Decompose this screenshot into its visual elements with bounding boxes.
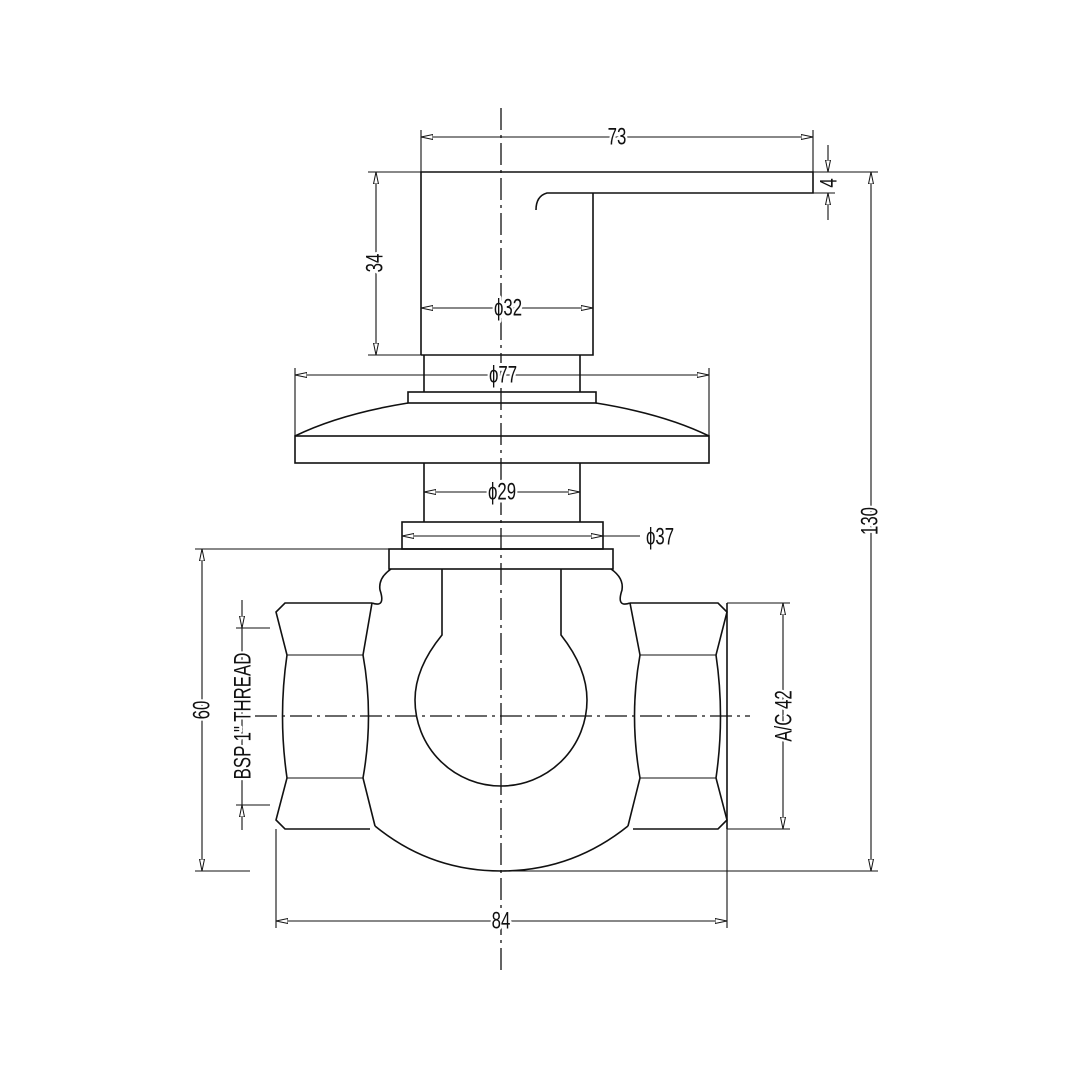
dimension-label: 84 — [492, 907, 511, 934]
dimension-label: A/C 42 — [770, 690, 797, 741]
dimension-bsp-thread: BSP 1" THREAD — [227, 600, 270, 830]
dimension-label: ϕ37 — [646, 523, 674, 550]
dimension-60: 60 — [186, 548, 389, 872]
cover-plate — [294, 391, 710, 464]
dimension-34: 34 — [359, 172, 421, 356]
dimension-label: 60 — [188, 701, 215, 720]
dimension-ac42: A/C 42 — [727, 602, 800, 830]
dimension-label: 4 — [815, 178, 842, 187]
dimension-label: BSP 1" THREAD — [229, 653, 256, 780]
dimension-label: 130 — [856, 507, 883, 535]
dimension-84: 84 — [275, 829, 728, 937]
dimension-label: 73 — [608, 123, 627, 150]
dimension-label: ϕ32 — [494, 294, 522, 321]
dimension-phi37: ϕ37 — [402, 521, 677, 553]
valve-body — [275, 568, 728, 872]
dimension-label: ϕ29 — [488, 478, 516, 505]
handle-lever — [420, 171, 814, 356]
body-flange — [388, 548, 614, 570]
dimension-label: ϕ77 — [489, 361, 517, 388]
dimension-phi77: ϕ77 — [294, 359, 710, 436]
dimension-4: 4 — [368, 145, 878, 220]
dimension-label: 34 — [361, 254, 388, 273]
dimension-phi32: ϕ32 — [421, 292, 593, 324]
dimension-73: 73 — [420, 121, 814, 172]
dimension-130: 130 — [501, 172, 886, 872]
dimension-phi29: ϕ29 — [424, 476, 580, 508]
